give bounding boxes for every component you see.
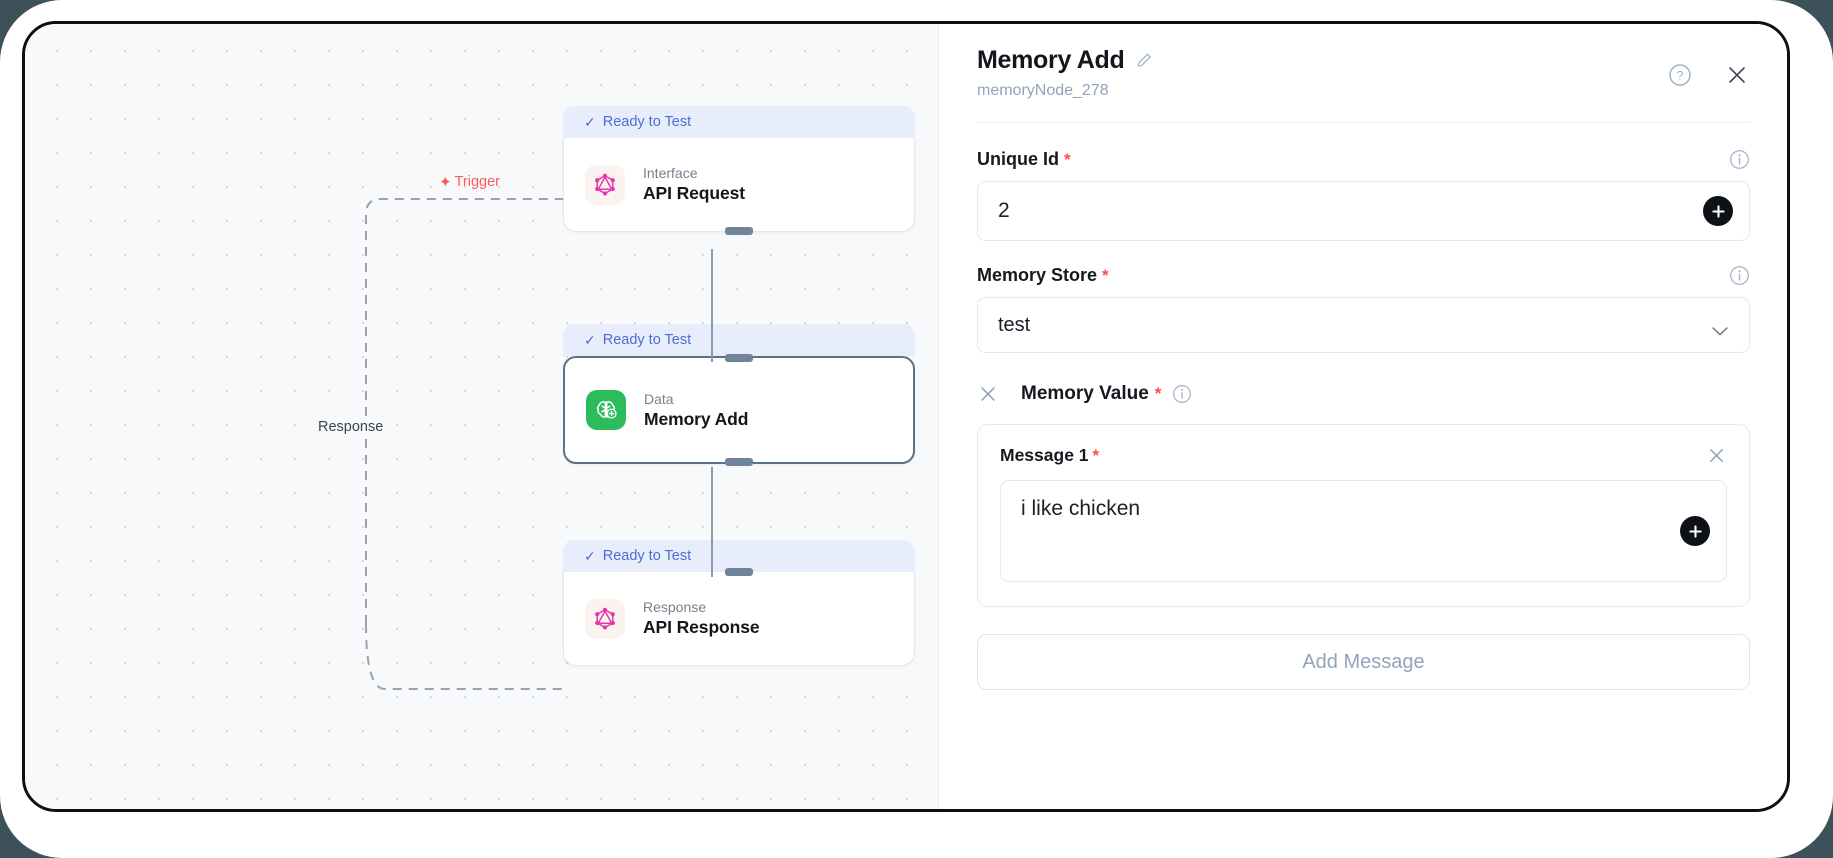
node-type-label: Interface <box>643 165 698 181</box>
field-memory-value: Memory Value * <box>977 383 1750 690</box>
field-label-text: Unique Id <box>977 149 1059 169</box>
node-type-label: Response <box>643 599 707 615</box>
message-value: i like chicken <box>1021 497 1141 520</box>
memory-store-select[interactable]: test <box>977 297 1750 353</box>
app-window: ✦ Trigger Response ✓ Ready to Test <box>22 21 1790 812</box>
question-circle-icon[interactable]: ? <box>1668 63 1692 87</box>
edge-label-trigger: ✦ Trigger <box>439 174 500 190</box>
node-title-label: API Request <box>643 183 745 203</box>
node-status-label: Ready to Test <box>602 332 692 348</box>
memory-value-label: Memory Value * <box>1021 383 1192 405</box>
node-status-badge: ✓ Ready to Test <box>563 106 915 138</box>
memory-value-label-text: Memory Value <box>1021 383 1149 404</box>
node-status-label: Ready to Test <box>602 548 692 564</box>
node-api-response[interactable]: ✓ Ready to Test <box>563 540 915 666</box>
field-label-text: Memory Store <box>977 265 1098 285</box>
node-handle-top[interactable] <box>725 354 753 362</box>
panel-body: Unique Id * <box>939 123 1787 690</box>
required-marker: * <box>1102 266 1109 285</box>
chevron-down-icon <box>1711 320 1729 343</box>
unique-id-value: 2 <box>998 199 1010 222</box>
close-icon[interactable] <box>1724 62 1750 88</box>
node-body[interactable]: Data Memory Add <box>563 354 915 466</box>
node-type-label: Data <box>644 390 674 407</box>
add-message-label: Add Message <box>1302 650 1425 673</box>
graphql-icon <box>585 164 625 205</box>
node-status-badge: ✓ Ready to Test <box>563 324 915 356</box>
node-body[interactable]: Interface API Request <box>563 138 915 235</box>
edge-label-trigger-text: Trigger <box>454 174 500 190</box>
info-icon[interactable] <box>1729 265 1750 286</box>
field-label-memory-store: Memory Store * <box>977 265 1109 286</box>
node-api-request[interactable]: ✓ Ready to Test <box>563 106 915 235</box>
node-handle-bottom[interactable] <box>725 458 753 466</box>
message-card: Message 1 * i like chicken <box>977 424 1750 607</box>
node-body[interactable]: Response API Response <box>563 568 915 666</box>
graphql-icon <box>585 598 625 639</box>
message-label-text: Message 1 <box>1000 445 1089 465</box>
node-handle-top[interactable] <box>725 568 753 576</box>
pencil-icon[interactable] <box>1135 51 1154 70</box>
node-title-label: API Response <box>643 617 760 637</box>
node-memory-add[interactable]: ✓ Ready to Test <box>563 324 915 466</box>
remove-message-icon[interactable] <box>1706 445 1727 466</box>
memory-store-value: test <box>998 313 1031 336</box>
plus-icon[interactable] <box>1680 516 1710 546</box>
field-unique-id: Unique Id * <box>977 149 1750 241</box>
connector-request-to-memory <box>711 249 713 362</box>
required-marker: * <box>1092 446 1100 465</box>
node-config-panel: Memory Add memoryNode_278 ? <box>938 24 1787 809</box>
lightning-bolt-icon: ✦ <box>439 173 452 191</box>
node-status-label: Ready to Test <box>602 114 692 130</box>
connector-memory-to-response <box>711 467 713 577</box>
add-message-button[interactable]: Add Message <box>977 634 1750 690</box>
page-title: Memory Add <box>977 46 1125 74</box>
node-status-badge: ✓ Ready to Test <box>563 540 915 572</box>
remove-memory-value-icon[interactable] <box>977 383 999 405</box>
brain-plus-icon <box>586 390 626 430</box>
node-handle-bottom[interactable] <box>725 227 753 235</box>
edge-label-response-text: Response <box>318 419 384 435</box>
required-marker: * <box>1064 150 1071 169</box>
svg-text:?: ? <box>1677 69 1684 83</box>
info-icon[interactable] <box>1729 149 1750 170</box>
check-icon: ✓ <box>584 548 596 564</box>
field-label-unique-id: Unique Id * <box>977 149 1071 170</box>
workflow-canvas[interactable]: ✦ Trigger Response ✓ Ready to Test <box>25 24 938 809</box>
plus-icon[interactable] <box>1703 196 1733 226</box>
check-icon: ✓ <box>584 332 596 348</box>
info-icon[interactable] <box>1172 384 1192 404</box>
panel-header: Memory Add memoryNode_278 ? <box>939 24 1787 100</box>
check-icon: ✓ <box>584 114 596 130</box>
panel-subtitle: memoryNode_278 <box>977 82 1109 99</box>
node-title-label: Memory Add <box>644 408 749 429</box>
edge-label-response: Response <box>314 419 388 435</box>
required-marker: * <box>1154 384 1162 403</box>
message-label: Message 1 * <box>1000 445 1099 466</box>
message-textarea[interactable]: i like chicken <box>1000 480 1727 582</box>
unique-id-input[interactable]: 2 <box>977 181 1750 241</box>
field-memory-store: Memory Store * <box>977 265 1750 353</box>
panel-divider <box>977 122 1750 123</box>
